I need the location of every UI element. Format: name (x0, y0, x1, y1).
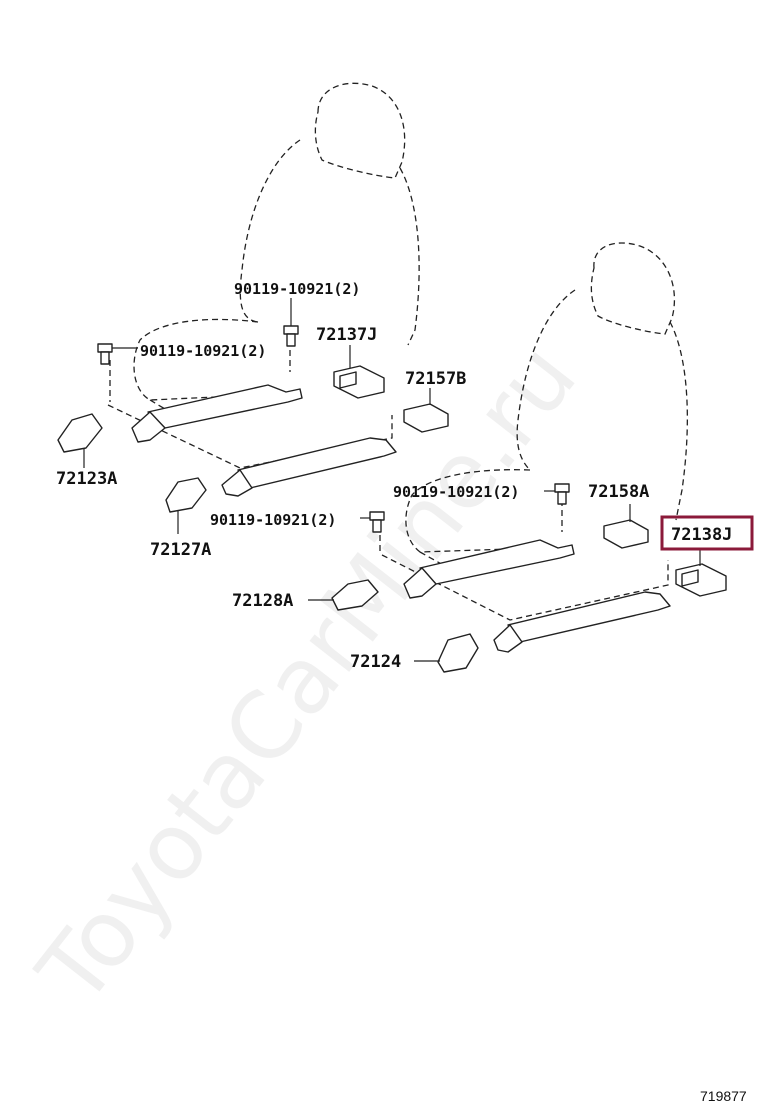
label-72123A[interactable]: 72123A (56, 469, 117, 489)
label-72137J[interactable]: 72137J (316, 325, 377, 345)
cover-72158A (603, 504, 649, 549)
label-72157B[interactable]: 72157B (405, 369, 466, 389)
label-72128A[interactable]: 72128A (232, 591, 293, 611)
cover-72124 (414, 633, 479, 673)
cover-72137J (333, 345, 385, 399)
bolt-left (97, 343, 138, 365)
cover-72127A (165, 477, 207, 534)
highlight-box (660, 515, 754, 551)
cover-72123A (57, 413, 103, 468)
label-72127A[interactable]: 72127A (150, 540, 211, 560)
label-bolt-upper-left[interactable]: 90119-10921(2) (234, 280, 360, 298)
cover-72157B (403, 388, 449, 433)
left-seat-rails (131, 384, 397, 497)
label-72138J[interactable]: 72138J (671, 525, 732, 545)
right-seat-rails (403, 539, 671, 653)
label-72124[interactable]: 72124 (350, 652, 401, 672)
bolt-right-lower (360, 511, 385, 533)
bolt-upper-left (283, 298, 299, 347)
cover-72138J (675, 550, 727, 597)
cover-72128A (308, 579, 379, 611)
watermark: ToyotaCarMine.ru (17, 324, 597, 1024)
bolt-right-upper (544, 483, 570, 505)
label-bolt-right-upper[interactable]: 90119-10921(2) (393, 483, 519, 501)
figure-number: 719877 (700, 1088, 747, 1104)
label-72158A[interactable]: 72158A (588, 482, 649, 502)
label-bolt-right-lower[interactable]: 90119-10921(2) (210, 511, 336, 529)
label-bolt-left[interactable]: 90119-10921(2) (140, 342, 266, 360)
